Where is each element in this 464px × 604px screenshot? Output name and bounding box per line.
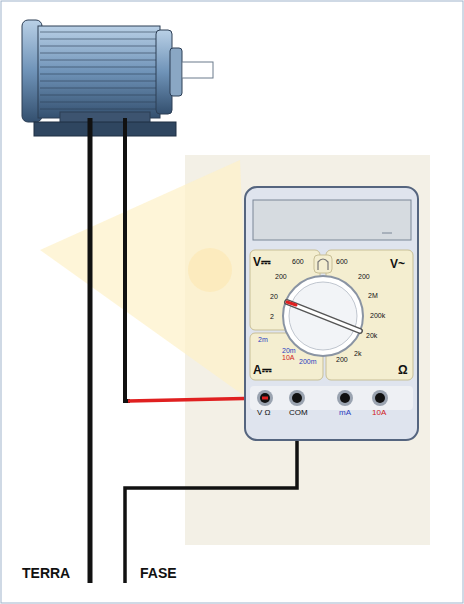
- jack-label: 10A: [372, 409, 386, 417]
- wire-label: TERRA: [22, 566, 70, 580]
- range-heading: V~: [390, 258, 405, 270]
- range-value: 200m: [299, 358, 317, 365]
- range-value: 200: [358, 273, 370, 280]
- range-value: 2: [270, 313, 274, 320]
- range-value: 20: [270, 293, 278, 300]
- range-heading: V⎓: [253, 256, 271, 268]
- range-value: 600: [292, 258, 304, 265]
- range-value: 20m: [282, 347, 296, 354]
- range-value: 2k: [354, 350, 361, 357]
- range-value: 20k: [366, 332, 377, 339]
- jack-label: V Ω: [257, 409, 271, 417]
- range-value: 200: [275, 273, 287, 280]
- range-value: 10A: [282, 354, 294, 361]
- range-value: 600: [336, 258, 348, 265]
- range-value: 2M: [368, 292, 378, 299]
- range-value: 2m: [258, 336, 268, 343]
- jack-label: mA: [339, 409, 351, 417]
- jack-label: COM: [289, 409, 308, 417]
- wire-label: FASE: [140, 566, 177, 580]
- range-heading: Ω: [398, 364, 408, 376]
- range-value: 200k: [370, 312, 385, 319]
- range-heading: A⎓: [253, 364, 272, 376]
- range-value: 200: [336, 356, 348, 363]
